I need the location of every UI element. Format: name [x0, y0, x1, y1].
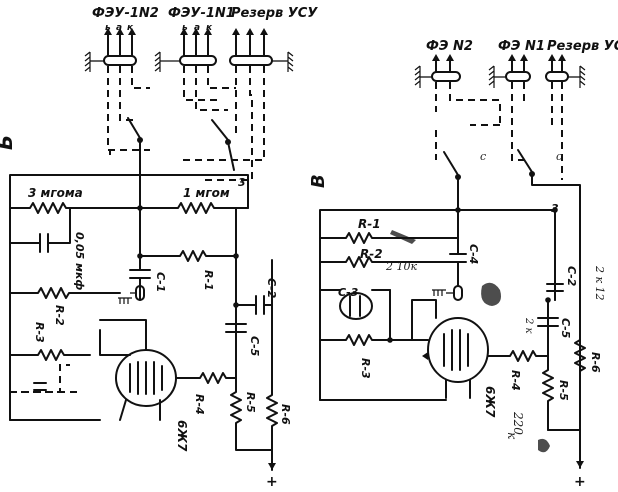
- left-panel-letter: Б: [0, 135, 17, 150]
- left-plug-n1: [154, 28, 217, 72]
- svg-text:R-3: R-3: [359, 358, 372, 379]
- right-r4-handwritten-unit: к: [505, 432, 519, 440]
- right-connector-label-n2: ФЭ N2: [426, 39, 473, 54]
- svg-text:R-2: R-2: [360, 247, 383, 261]
- right-diagram: В ФЭ N2 ФЭ N1 Резерв УСУ: [308, 39, 618, 490]
- right-r6: R-6: [574, 339, 602, 373]
- right-plug-n1: [488, 54, 531, 88]
- svg-text:с: с: [556, 150, 562, 163]
- svg-text:R-6: R-6: [279, 404, 292, 425]
- left-c1: C-1: [118, 269, 167, 304]
- svg-text:6Ж7: 6Ж7: [483, 386, 497, 418]
- right-dashed-links: [435, 82, 563, 180]
- left-r-1meg: 1 мгом: [139, 184, 249, 214]
- svg-text:C-3: C-3: [338, 286, 359, 299]
- svg-text:R-1: R-1: [358, 217, 381, 231]
- right-tube-6zh7: 6Ж7: [411, 299, 507, 418]
- left-pin-n2-3: к: [127, 23, 134, 33]
- svg-text:R-5: R-5: [244, 392, 257, 413]
- left-r1: R-1: [139, 250, 237, 291]
- svg-text:R-4: R-4: [509, 370, 522, 391]
- right-r2-handwritten-note: 2 10к: [385, 260, 417, 273]
- svg-text:C-5: C-5: [559, 318, 572, 339]
- left-r-3meg: 3 мгома: [9, 186, 141, 214]
- left-r2: R-2: [9, 287, 121, 326]
- svg-text:+: +: [266, 474, 278, 490]
- right-r5: R-5: [542, 355, 570, 431]
- right-plug-reserve: [545, 54, 586, 88]
- right-panel-letter: В: [308, 174, 329, 188]
- svg-text:R-6: R-6: [589, 352, 602, 373]
- svg-text:C-4: C-4: [467, 244, 480, 264]
- svg-text:1 мгом: 1 мгом: [183, 186, 230, 200]
- left-pin-n2-2: а: [116, 23, 122, 33]
- right-top-rail: [319, 209, 556, 401]
- svg-text:6Ж7: 6Ж7: [175, 420, 189, 452]
- left-r6: R-6 +: [266, 304, 292, 490]
- right-c5-handwritten-note: 2 к: [523, 317, 534, 334]
- left-connector-label-n1: ФЭУ-1N1: [168, 6, 235, 21]
- svg-text:C-2: C-2: [265, 278, 278, 299]
- svg-text:R-3: R-3: [33, 322, 46, 343]
- right-r3: R-3: [319, 334, 421, 379]
- svg-text:0,05 мкф: 0,05 мкф: [73, 232, 86, 290]
- right-plug-n2: [414, 54, 461, 88]
- left-switch: [127, 117, 235, 171]
- left-connector-label-n2: ФЭУ-1N2: [92, 6, 159, 21]
- svg-text:R-1: R-1: [202, 270, 215, 291]
- right-c2-handwritten-note: 2 к 12: [593, 265, 606, 301]
- left-plug-n2: [84, 28, 137, 72]
- right-c2: C-2 2 к 12: [546, 265, 606, 301]
- svg-text:R-2: R-2: [53, 305, 66, 326]
- svg-text:с: с: [480, 150, 486, 163]
- left-diagram: Б ФЭУ-1N2 ФЭУ-1N1 Резерв УСУ ь а к ь а к: [0, 6, 318, 490]
- left-pin-n1-2: а: [194, 23, 200, 33]
- left-pin-n1-3: к: [206, 23, 213, 33]
- right-connector-label-reserve: Резерв УСУ: [547, 39, 618, 54]
- right-connector-label-n1: ФЭ N1: [498, 39, 545, 54]
- right-switch: с с: [443, 149, 581, 431]
- left-dashed-links: [107, 66, 265, 181]
- left-pin-n1-1: ь: [182, 23, 188, 33]
- left-r5: R-5: [230, 377, 273, 451]
- right-r4-handwritten-value: 220: [511, 411, 525, 435]
- left-tube-6zh7: 6Ж7: [99, 319, 196, 452]
- left-switch-mark: 3: [238, 176, 246, 189]
- left-plug-reserve: [229, 28, 294, 72]
- left-c5: C-5: [225, 323, 261, 357]
- svg-text:R-5: R-5: [557, 380, 570, 401]
- svg-text:3 мгома: 3 мгома: [28, 186, 83, 200]
- right-r4: R-4 220 к: [505, 350, 549, 440]
- right-r1: R-1: [319, 217, 459, 244]
- svg-text:C-5: C-5: [248, 336, 261, 357]
- right-c3: C-3: [319, 286, 391, 320]
- left-c2: C-2: [235, 259, 278, 315]
- left-r3: R-3: [9, 322, 91, 393]
- left-c-005: 0,05 мкф: [9, 207, 86, 290]
- left-connector-label-reserve: Резерв УСУ: [231, 6, 318, 21]
- right-c4: C-4: [432, 209, 480, 301]
- svg-text:R-4: R-4: [193, 394, 206, 415]
- right-r2: R-2 2 10к: [319, 247, 459, 273]
- svg-text:C-1: C-1: [154, 272, 167, 292]
- svg-text:C-2: C-2: [565, 266, 578, 287]
- left-r4: R-4: [193, 372, 237, 415]
- right-c5: C-5 2 к: [523, 317, 572, 339]
- right-plus: +: [574, 474, 586, 490]
